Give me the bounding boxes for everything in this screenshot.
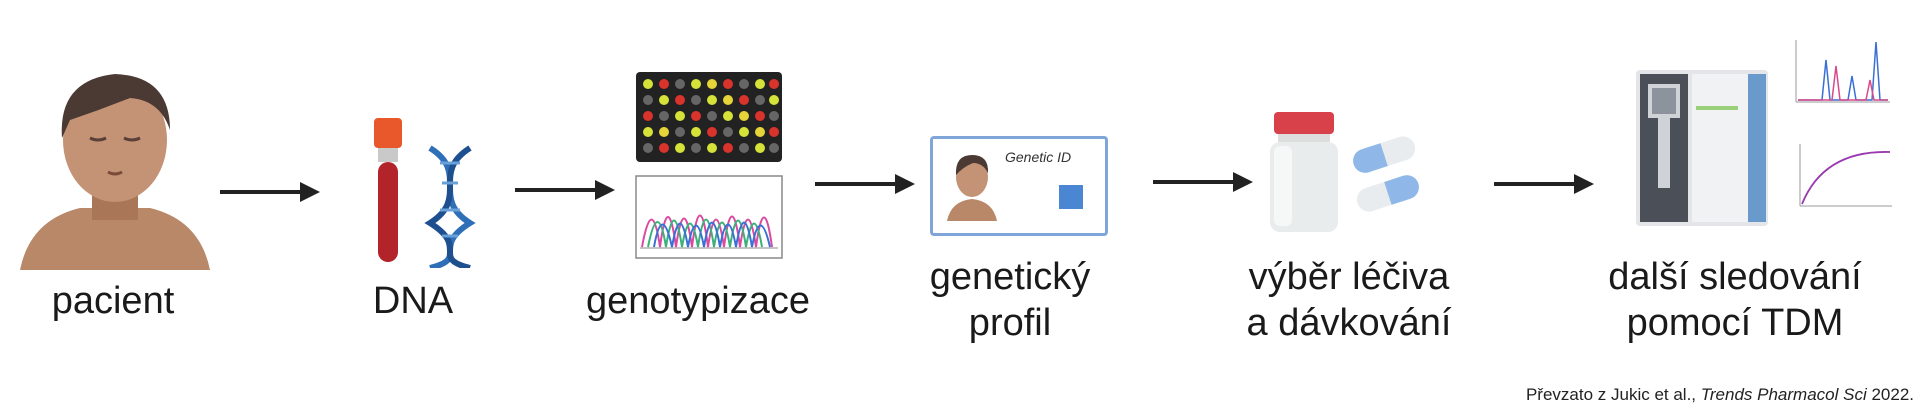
label-genetic-profile: genetický profil	[930, 254, 1091, 346]
arrow-5	[1494, 174, 1594, 194]
genotyping-icon	[635, 72, 783, 259]
arrow-4	[1153, 172, 1253, 192]
card-square	[1059, 185, 1083, 209]
chromatogram-icon	[1795, 40, 1890, 103]
profile-face-icon	[947, 155, 997, 221]
card-title: Genetic ID	[1005, 149, 1072, 165]
dna-icon	[374, 118, 476, 268]
pills-icon	[1353, 136, 1419, 212]
label-drug-selection: výběr léčiva a dávkování	[1247, 254, 1452, 346]
citation-journal: Trends Pharmacol Sci	[1700, 385, 1867, 404]
label-followup: další sledování pomocí TDM	[1608, 254, 1862, 346]
label-line: DNA	[372, 280, 454, 322]
label-pacient: pacient	[52, 278, 175, 324]
patient-icon	[20, 74, 210, 270]
citation-prefix: Převzato z Jukic et al.,	[1525, 385, 1701, 404]
mass-spectrometer-icon	[1636, 70, 1768, 226]
genetic-id-card: Genetic ID	[930, 136, 1108, 236]
label-line: výběr léčiva	[1248, 256, 1450, 298]
arrow-3	[815, 174, 915, 194]
pill-bottle-icon	[1270, 112, 1338, 232]
label-line: další sledování	[1608, 256, 1862, 298]
label-line: genotypizace	[586, 280, 810, 322]
arrow-2	[515, 180, 615, 200]
label-line: pacient	[51, 280, 175, 322]
label-genotyping: genotypizace	[586, 278, 810, 324]
concentration-curve-icon	[1799, 144, 1892, 207]
label-line: genetický	[929, 256, 1091, 298]
label-line: profil	[968, 302, 1052, 344]
label-line: a dávkování	[1246, 302, 1452, 344]
label-line: pomocí TDM	[1626, 302, 1844, 344]
label-dna: DNA	[373, 278, 453, 324]
arrow-1	[220, 182, 320, 202]
citation: Převzato z Jukic et al., Trends Pharmaco…	[1526, 385, 1914, 405]
citation-year: 2022.	[1866, 385, 1914, 404]
